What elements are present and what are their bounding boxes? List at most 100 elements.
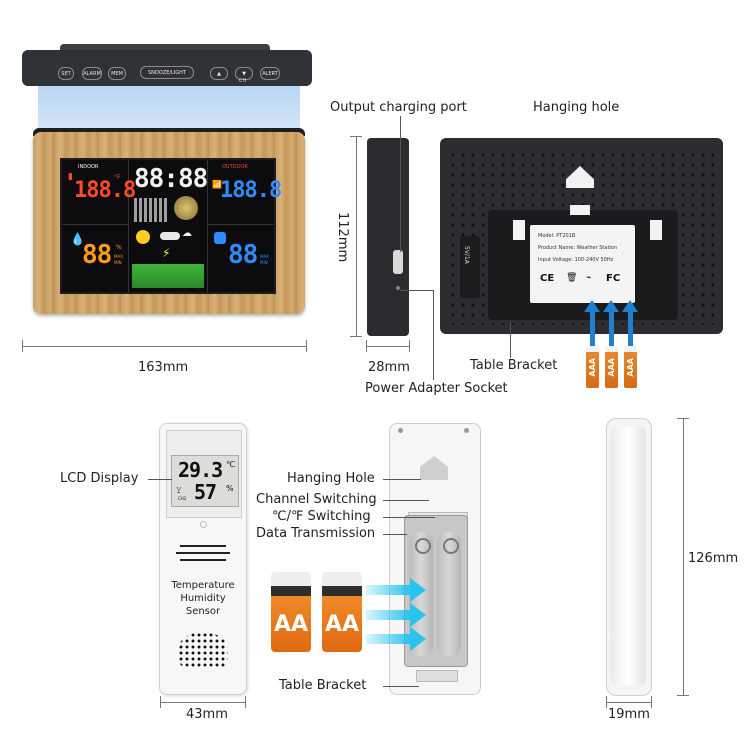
bracket-leader-v — [510, 322, 511, 358]
sensor-height-label: 126mm — [688, 551, 739, 566]
sensor-height-tick-bottom — [677, 695, 689, 696]
alert-button[interactable]: ALERT — [260, 67, 280, 80]
alarm-button[interactable]: ALARM — [82, 67, 102, 80]
sensor-name-line-3: Sensor — [185, 606, 221, 617]
ch-caption: CH — [239, 78, 247, 84]
sensor-vent-slot-3 — [180, 559, 226, 561]
cf-switching-leader — [383, 517, 435, 518]
sensor-temp-unit: ℃ — [226, 460, 235, 469]
indoor-humidity-unit: % — [116, 244, 122, 251]
lcd-divider-mid-left — [62, 224, 128, 225]
aaa-battery-2: AAA — [605, 346, 618, 388]
station-lcd-screen: INDOOR ▮ 188.8 °F 💧 88 % MAX MIN 88:88 ☁… — [60, 158, 282, 294]
clock-display: 88:88 — [134, 164, 208, 194]
usb-output-port — [393, 250, 403, 274]
station-top-button-strip: SET ALARM MEM SNOOZE/LIGHT ▲ ▼ CH ALERT — [22, 50, 312, 86]
power-adapter-socket-label: Power Adapter Socket — [365, 381, 508, 396]
usb-port-block — [460, 236, 480, 298]
indoor-temp-unit: °F — [114, 174, 121, 181]
sensor-vent-slot-1 — [180, 545, 226, 547]
station-height-label: 112mm — [335, 212, 350, 263]
power-socket-leader-h — [400, 290, 433, 291]
insert-arrow-2-shaft — [609, 312, 614, 346]
sensor-lcd-display: 29.3 ℃ 𝚈 CH2 57 % — [171, 455, 239, 507]
lcd-divider-left — [128, 160, 129, 292]
station-side-view — [367, 138, 409, 336]
mem-button[interactable]: MEM — [108, 67, 126, 80]
sensor-led-indicator — [200, 521, 207, 528]
sensor-table-bracket — [416, 670, 458, 682]
station-depth-tick-left — [366, 340, 367, 352]
rohs-icon: ⌁ — [586, 273, 592, 283]
insert-aa-arrow-3-head — [410, 627, 426, 651]
indoor-max-label: MAX — [114, 254, 123, 259]
sensor-height-line — [683, 418, 684, 696]
station-width-tick-left — [22, 340, 23, 352]
channel-switching-leader — [383, 500, 429, 501]
power-socket-leader-v — [433, 290, 434, 380]
cloud-icon — [160, 232, 180, 240]
output-charging-port-label: Output charging port — [330, 100, 467, 115]
sensor-table-bracket-leader — [383, 686, 419, 687]
calendar-segments — [134, 198, 168, 222]
insert-arrow-3-head — [622, 300, 638, 312]
weee-bin-icon: 🗑 — [566, 273, 578, 283]
sensor-name-line-1: Temperature — [171, 580, 235, 591]
outdoor-humidity: 88 — [228, 240, 258, 270]
channel-down-icon: ▼ — [242, 70, 246, 77]
fcc-mark: FC — [606, 273, 621, 284]
sensor-channel-label: CH2 — [178, 496, 187, 501]
lcd-divider-mid-right — [208, 224, 274, 225]
battery-spring-left — [415, 538, 431, 554]
snooze-light-button[interactable]: SNOOZE/LIGHT — [140, 66, 194, 79]
screw-top-right — [464, 428, 469, 433]
sensor-humidity: 57 — [194, 480, 217, 504]
bracket-center-notch — [570, 205, 590, 215]
input-voltage-text: Input Voltage: 100-240V 50Hz — [538, 257, 614, 263]
sensor-name-line-2: Humidity — [180, 593, 226, 604]
power-adapter-socket — [396, 286, 400, 290]
set-button[interactable]: SET — [58, 67, 74, 80]
up-arrow-icon: ▲ — [217, 70, 221, 77]
sensor-depth-label: 19mm — [608, 707, 650, 722]
channel-button[interactable]: ▼ — [235, 67, 253, 80]
outdoor-temperature: 188.8 — [220, 178, 282, 203]
insert-arrow-3-shaft — [628, 312, 633, 346]
outdoor-humidity-icon — [214, 232, 226, 244]
output-charging-port-leader — [400, 116, 401, 252]
usb-spec-label: 5V/1A — [463, 246, 470, 264]
bracket-latch-right — [650, 220, 662, 240]
insert-arrow-1-head — [584, 300, 600, 312]
up-button[interactable]: ▲ — [210, 67, 228, 80]
insert-aa-arrow-1-head — [410, 578, 426, 602]
model-text: Model: PT201B — [538, 233, 576, 239]
screw-top-left — [398, 428, 403, 433]
sun-icon — [136, 230, 150, 244]
sensor-speaker-dots — [178, 632, 228, 668]
station-top-edge — [60, 44, 270, 54]
station-height-line — [356, 136, 357, 336]
sensor-hanging-hole-leader — [383, 479, 421, 480]
insert-arrow-1-shaft — [590, 312, 595, 346]
station-depth-label: 28mm — [368, 360, 410, 375]
station-width-label: 163mm — [138, 360, 189, 375]
ce-mark: CE — [540, 273, 555, 284]
sensor-depth-tick-left — [606, 696, 607, 708]
lcd-display-label: LCD Display — [60, 471, 139, 486]
aaa-battery-1: AAA — [586, 346, 599, 388]
sensor-temperature: 29.3 — [178, 458, 223, 482]
sensor-height-tick-top — [677, 418, 689, 419]
sensor-depth-line — [606, 702, 652, 703]
sensor-depth-tick-right — [651, 696, 652, 708]
station-width-line — [22, 346, 307, 347]
lightning-icon: ⚡ — [162, 246, 171, 260]
indoor-label: INDOOR — [78, 164, 99, 170]
sensor-width-tick-right — [245, 696, 246, 708]
sensor-antenna-icon: 𝚈 — [176, 486, 182, 495]
product-name-text: Product Name: Weather Station — [538, 245, 618, 251]
insert-aa-arrow-3-shaft — [366, 634, 412, 644]
aaa-battery-3: AAA — [624, 346, 637, 388]
insert-aa-arrow-2-head — [410, 603, 426, 627]
sensor-width-label: 43mm — [186, 707, 228, 722]
station-height-tick-bottom — [350, 336, 362, 337]
